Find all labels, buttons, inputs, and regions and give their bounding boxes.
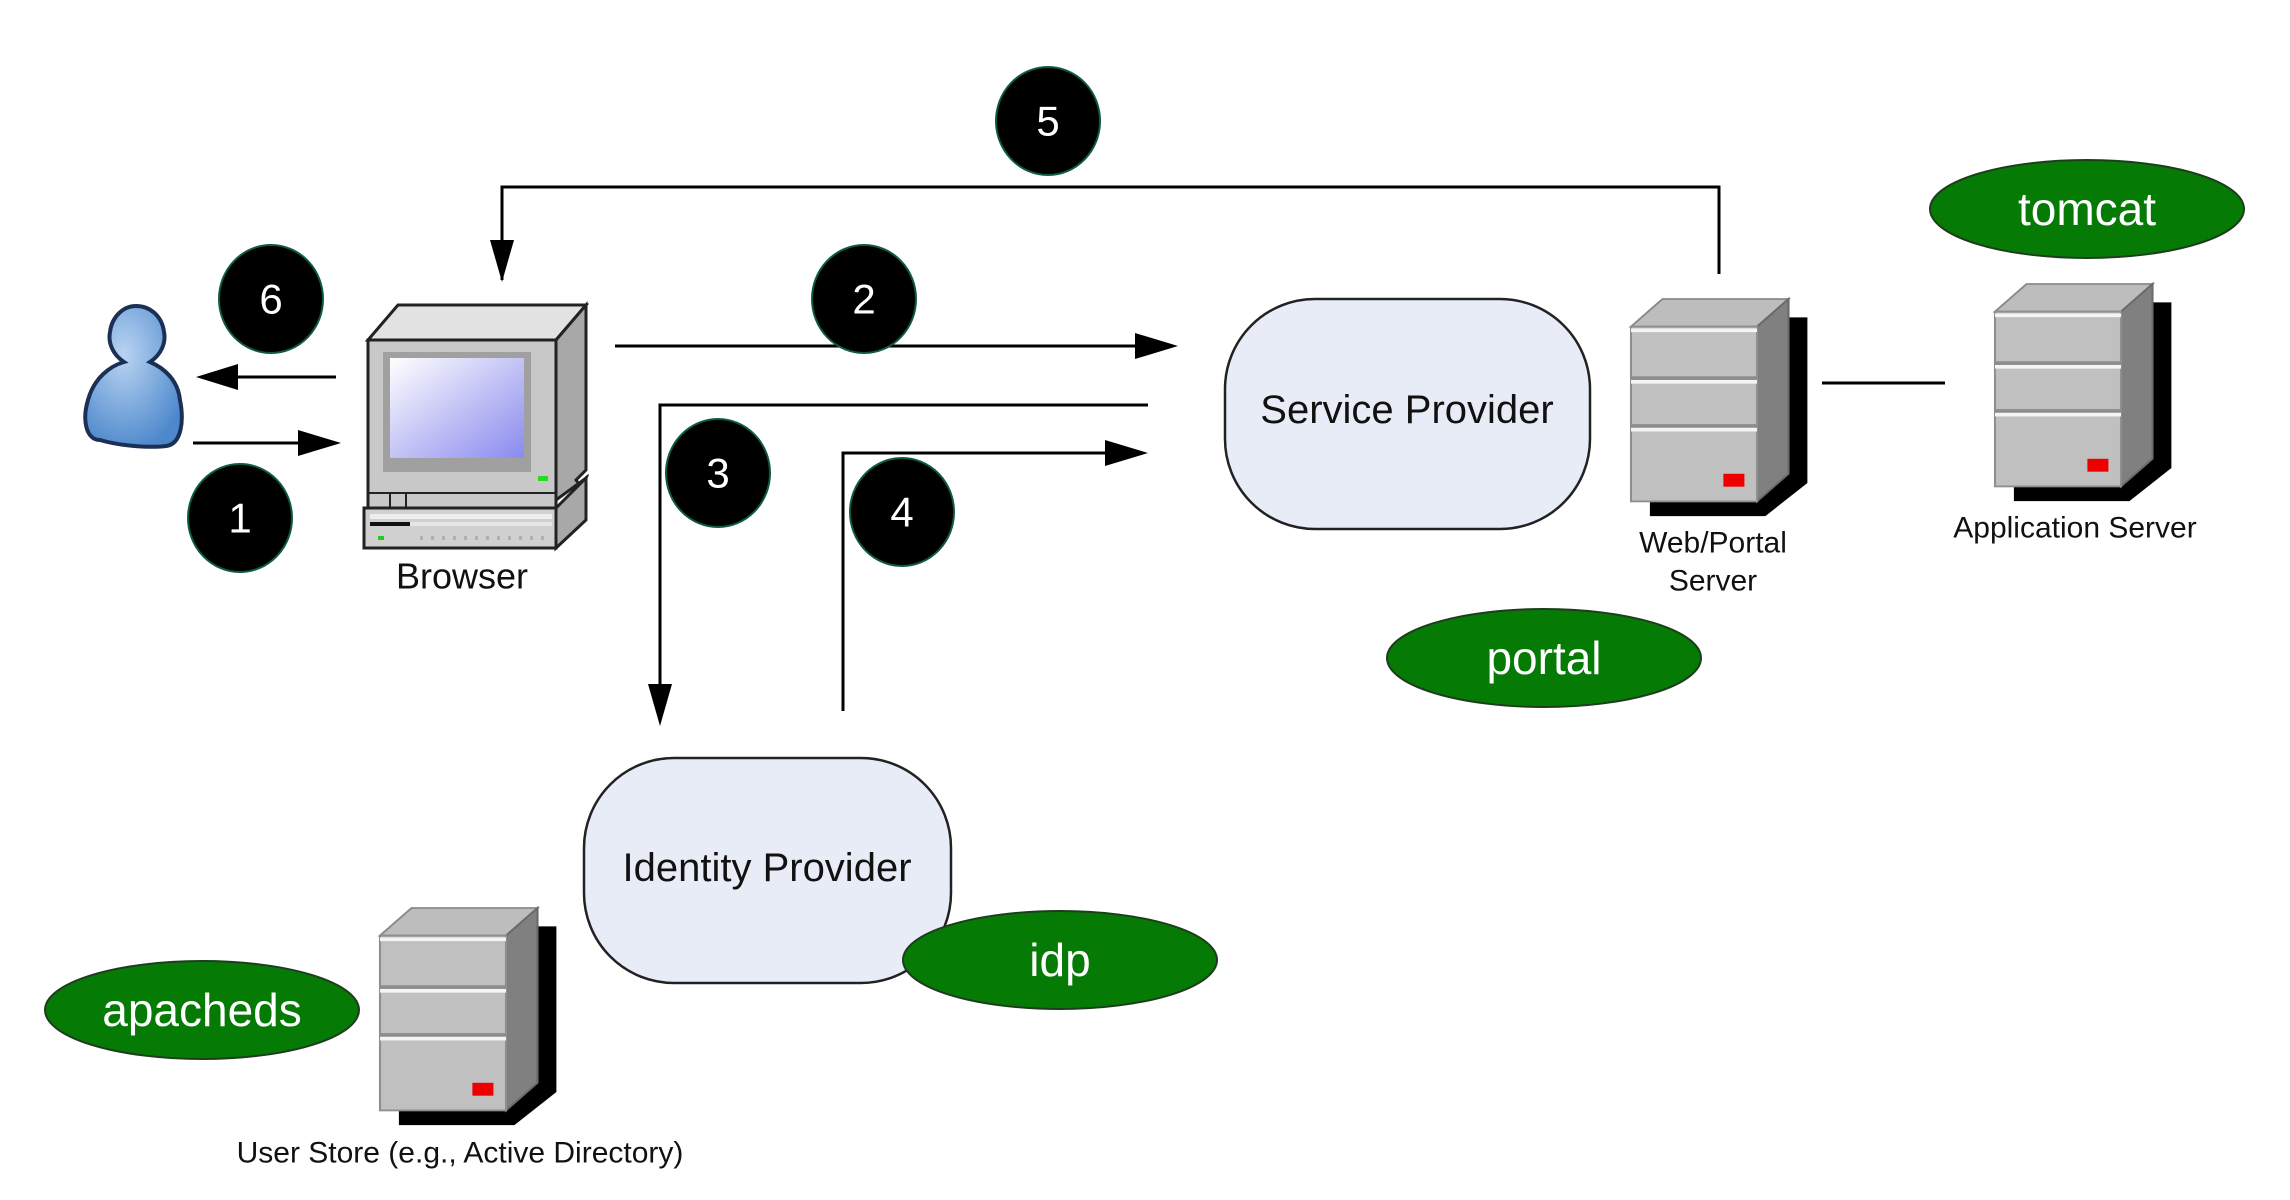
step-number: 3 — [706, 450, 729, 497]
tag-apacheds: apacheds — [44, 960, 360, 1060]
arrowhead-2 — [1135, 333, 1178, 359]
computer-icon — [362, 300, 590, 552]
web-portal-server-label-line2: Server — [1669, 565, 1757, 598]
tag-idp: idp — [902, 910, 1218, 1010]
tag-apacheds-label: apacheds — [102, 984, 302, 1036]
step-marker-3: 3 — [665, 418, 771, 528]
flow-line-5 — [500, 185, 1721, 280]
service-provider-label: Service Provider — [1260, 388, 1553, 432]
user-store-label: User Store (e.g., Active Directory) — [237, 1137, 684, 1170]
user-icon — [83, 303, 184, 449]
user-store-server: User Store (e.g., Active Directory) — [237, 906, 684, 1170]
arrowhead-6 — [196, 364, 238, 390]
browser-label: Browser — [396, 556, 528, 597]
flow-line-3 — [658, 403, 1148, 690]
step-number: 4 — [890, 489, 913, 536]
step-marker-1: 1 — [187, 463, 293, 573]
tag-idp-label: idp — [1029, 934, 1090, 986]
step-marker-5: 5 — [995, 66, 1101, 176]
arrowhead-1 — [298, 430, 341, 456]
step-marker-4: 4 — [849, 457, 955, 567]
application-server-label: Application Server — [1953, 512, 2196, 545]
server-icon — [378, 906, 558, 1127]
step-number: 6 — [259, 276, 282, 323]
application-server: Application Server — [1953, 282, 2197, 545]
step-number: 5 — [1036, 98, 1059, 145]
tag-portal: portal — [1386, 608, 1702, 708]
web-portal-server: Web/Portal Server — [1629, 297, 1809, 598]
web-portal-server-label-line1: Web/Portal — [1639, 527, 1787, 560]
identity-provider-label: Identity Provider — [622, 846, 911, 890]
tag-tomcat-label: tomcat — [2018, 183, 2156, 235]
service-provider-box[interactable]: Service Provider — [1223, 297, 1592, 531]
step-marker-6: 6 — [218, 244, 324, 354]
identity-provider-box[interactable]: Identity Provider — [582, 756, 953, 985]
arrowhead-3 — [648, 684, 672, 726]
server-icon — [1993, 282, 2173, 503]
arrowhead-5 — [490, 240, 514, 282]
tag-tomcat: tomcat — [1929, 159, 2245, 259]
tag-portal-label: portal — [1486, 632, 1601, 684]
server-icon — [1629, 297, 1809, 518]
step-marker-2: 2 — [811, 244, 917, 354]
arrowhead-4 — [1105, 440, 1148, 466]
flow-line-4 — [841, 451, 1110, 711]
step-number: 1 — [228, 495, 251, 542]
step-number: 2 — [852, 276, 875, 323]
